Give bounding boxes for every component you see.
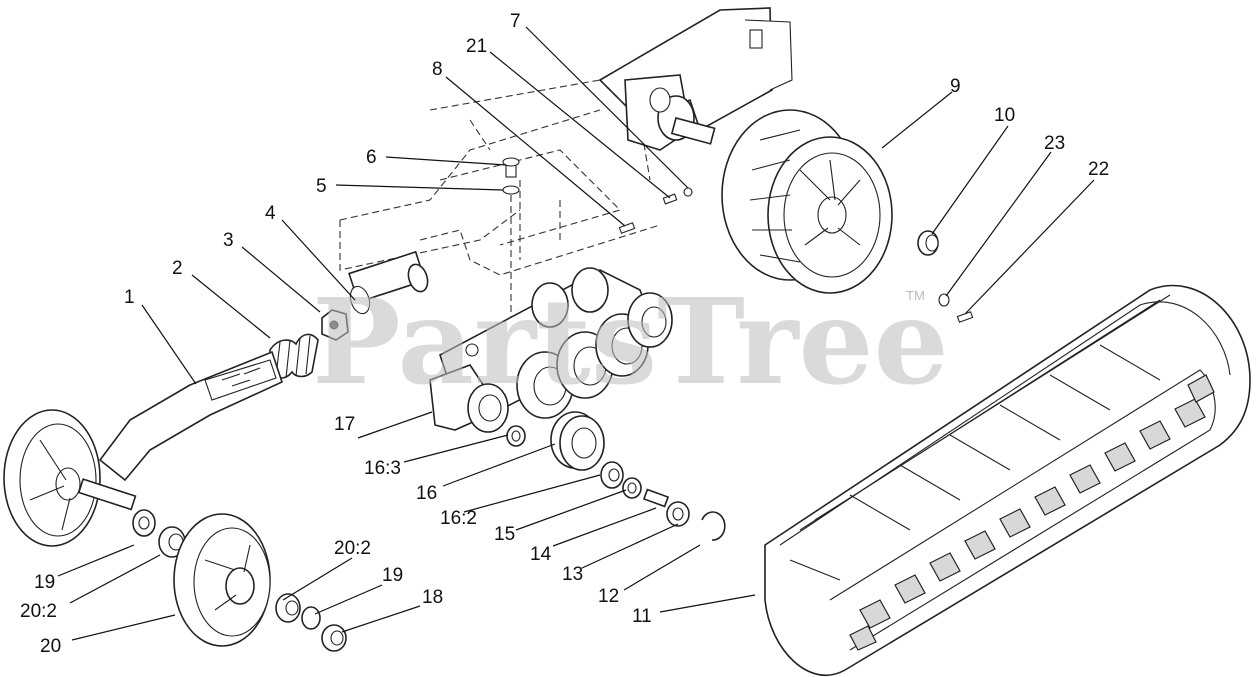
watermark-tm: TM: [906, 288, 925, 303]
callout-20-2-left: 20:2: [20, 601, 57, 622]
callout-10: 10: [994, 105, 1015, 126]
callout-16: 16: [416, 483, 437, 504]
roller-hardware-stack: [506, 411, 726, 541]
small-hardware: [502, 157, 974, 340]
callout-14: 14: [530, 544, 552, 565]
callout-8: 8: [432, 59, 443, 80]
callout-2: 2: [172, 258, 183, 279]
callout-6: 6: [366, 147, 377, 168]
idler-arm-assembly: [3, 350, 283, 547]
leader-lines: [57, 26, 1095, 641]
callout-1: 1: [124, 287, 135, 308]
callout-21: 21: [466, 36, 487, 57]
adjuster-nut: [321, 309, 349, 341]
callout-9: 9: [950, 76, 961, 97]
callout-16-3: 16:3: [364, 458, 401, 479]
frame-bracket: [339, 7, 793, 276]
callout-18: 18: [422, 587, 443, 608]
callout-3: 3: [223, 230, 234, 251]
callout-19-left: 19: [34, 572, 55, 593]
callout-19-right: 19: [382, 565, 403, 586]
callout-5: 5: [316, 176, 327, 197]
roller-bogie: [429, 267, 673, 433]
idler-wheel-stack: [132, 509, 347, 652]
callout-labels: 1 2 3 4 5 6 7 8 9 10 11 12 13 14 15 16 1…: [20, 11, 1109, 657]
idler-spacer: [348, 250, 429, 315]
tension-spring: [269, 333, 319, 379]
callout-17: 17: [334, 414, 355, 435]
drive-motor: [624, 74, 716, 151]
drive-sprocket: [721, 109, 893, 294]
callout-20-2-right: 20:2: [334, 538, 371, 559]
callout-23: 23: [1044, 133, 1065, 154]
callout-11: 11: [632, 606, 652, 627]
callout-16-2: 16:2: [440, 508, 477, 529]
rubber-track: [764, 284, 1251, 676]
callout-20: 20: [40, 636, 61, 657]
callout-12: 12: [598, 586, 619, 607]
callout-22: 22: [1088, 159, 1109, 180]
callout-4: 4: [265, 203, 276, 224]
callout-7: 7: [510, 11, 521, 32]
watermark-text: PartsTree: [312, 272, 949, 411]
callout-13: 13: [562, 564, 583, 585]
callout-15: 15: [494, 524, 515, 545]
